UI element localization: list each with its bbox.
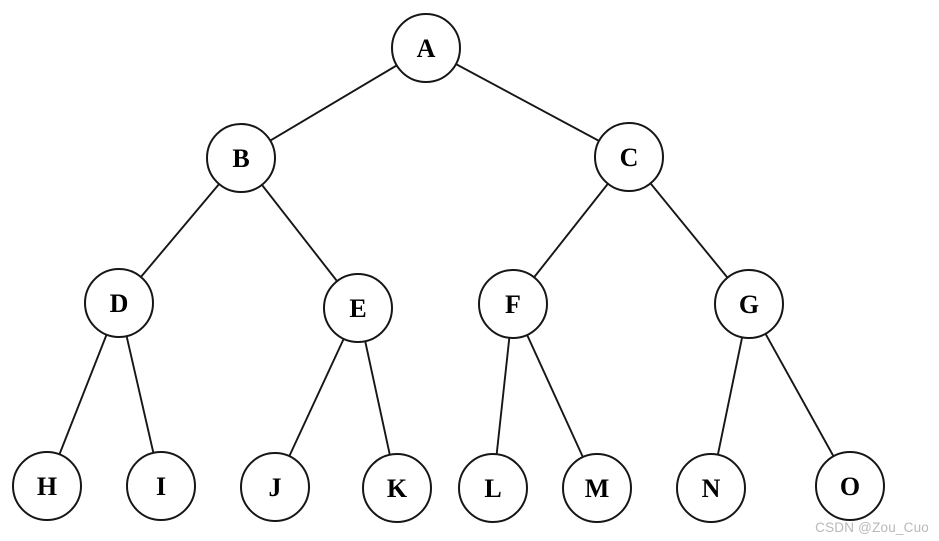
tree-node-B: B [206,123,276,193]
tree-node-N: N [676,453,746,523]
tree-node-circle-I [126,451,196,521]
tree-edge-A-C [425,47,630,158]
tree-node-circle-O [815,451,885,521]
tree-node-label-B: B [232,144,249,173]
tree-node-label-J: J [269,473,282,502]
tree-node-label-L: L [484,474,501,503]
tree-node-circle-H [12,451,82,521]
tree-node-label-K: K [387,474,408,503]
tree-node-label-G: G [739,290,759,319]
tree-node-circle-G [714,269,784,339]
tree-node-circle-F [478,269,548,339]
tree-node-F: F [478,269,548,339]
tree-node-J: J [240,452,310,522]
tree-node-A: A [391,13,461,83]
tree-node-circle-M [562,453,632,523]
tree-node-circle-J [240,452,310,522]
tree-node-M: M [562,453,632,523]
tree-node-circle-C [594,122,664,192]
tree-node-label-C: C [620,143,639,172]
tree-node-circle-D [84,268,154,338]
tree-node-label-H: H [37,472,57,501]
tree-node-label-M: M [585,474,610,503]
tree-node-H: H [12,451,82,521]
tree-node-O: O [815,451,885,521]
tree-node-circle-A [391,13,461,83]
tree-edge-A-B [240,47,427,159]
tree-node-C: C [594,122,664,192]
tree-node-circle-E [323,273,393,343]
tree-node-E: E [323,273,393,343]
tree-node-label-N: N [702,474,721,503]
tree-node-circle-K [362,453,432,523]
tree-node-label-F: F [505,290,521,319]
tree-node-D: D [84,268,154,338]
tree-node-label-E: E [349,294,366,323]
tree-node-L: L [458,453,528,523]
tree-node-label-A: A [417,34,436,63]
tree-node-circle-L [458,453,528,523]
tree-node-G: G [714,269,784,339]
tree-node-label-D: D [110,289,129,318]
tree-node-K: K [362,453,432,523]
tree-node-I: I [126,451,196,521]
tree-node-circle-N [676,453,746,523]
tree-node-label-I: I [156,472,166,501]
tree-node-label-O: O [840,472,860,501]
tree-node-circle-B [206,123,276,193]
watermark: CSDN @Zou_Cuo [815,520,929,535]
